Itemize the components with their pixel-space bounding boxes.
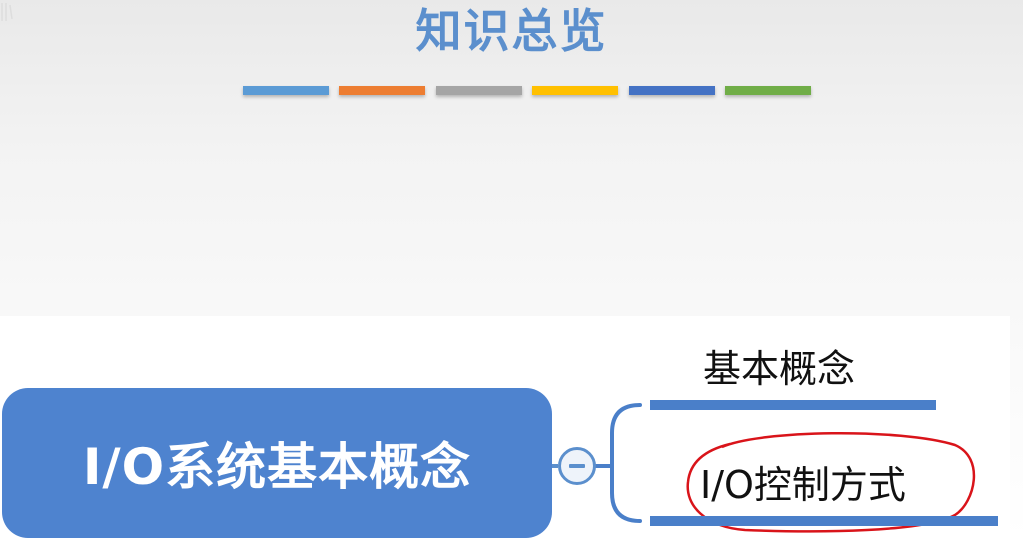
branch-node-io-control-methods[interactable]: I/O控制方式	[700, 463, 906, 507]
branch-bracket	[594, 403, 642, 523]
color-bar-gray	[436, 86, 522, 95]
edge-mark	[1, 3, 13, 21]
color-bar-yellow	[532, 86, 618, 95]
root-node-label: I/O系统基本概念	[82, 438, 472, 496]
branch-node-basic-concepts[interactable]: 基本概念	[703, 347, 856, 391]
slide-title: 知识总览	[415, 4, 608, 58]
color-bar-navy	[629, 86, 715, 95]
color-bar-orange	[339, 86, 425, 95]
branch-underline	[650, 400, 936, 410]
branch-underline	[650, 516, 998, 526]
color-bar-green	[725, 86, 811, 95]
collapse-toggle-button[interactable]	[558, 447, 596, 485]
color-bar-divider	[243, 86, 813, 96]
root-node[interactable]: I/O系统基本概念	[2, 388, 552, 538]
color-bar-blue	[243, 86, 329, 95]
minus-icon	[569, 464, 585, 468]
